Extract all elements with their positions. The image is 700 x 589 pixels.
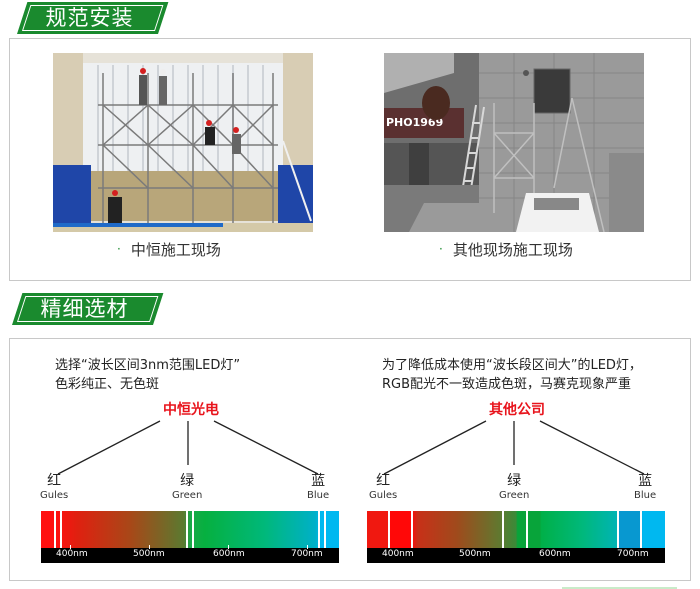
scaffolding-photo-icon xyxy=(53,53,313,232)
stripe xyxy=(640,511,642,548)
caption-other-site: · 其他现场施工现场 xyxy=(439,239,573,260)
caption-text: 其他现场施工现场 xyxy=(452,241,573,259)
spectrum-axis: 400nm 500nm 600nm 700nm xyxy=(41,545,339,563)
brand-other-company: 其他公司 xyxy=(489,402,545,418)
label-blue: 蓝 Blue xyxy=(307,473,330,501)
tick-label: 600nm xyxy=(213,549,245,559)
stripe xyxy=(318,511,320,548)
section-banner-materials: 精细选材 xyxy=(12,293,164,325)
tick-label: 600nm xyxy=(539,549,571,559)
label-red: 红 Gules xyxy=(40,473,69,501)
description-line: 为了降低成本使用“波长段区间大”的LED灯， xyxy=(382,358,642,373)
bullet-dot-icon: · xyxy=(117,242,121,256)
photo-other-site: PHO1969 xyxy=(384,53,644,232)
caption-text: 中恒施工现场 xyxy=(130,241,221,259)
photo-zhongheng-site xyxy=(53,53,313,232)
label-green: 绿 Green xyxy=(499,473,530,501)
description-line: RGB配光不一致造成色斑，马赛克现象严重 xyxy=(382,377,632,392)
spectrum-gradient xyxy=(41,511,339,548)
stripe xyxy=(526,511,528,548)
bottom-accent-bar xyxy=(562,587,677,589)
tick-label: 500nm xyxy=(459,549,491,559)
zhongheng-description: 选择“波长区间3nm范围LED灯” 色彩纯正、无色斑 xyxy=(55,356,240,394)
brand-zhongheng: 中恒光电 xyxy=(163,402,219,418)
tick-label: 500nm xyxy=(133,549,165,559)
label-red: 红 Gules xyxy=(369,473,398,501)
section-title: 精细选材 xyxy=(40,297,129,321)
tick xyxy=(149,545,150,549)
stripe xyxy=(502,511,504,548)
other-company-description: 为了降低成本使用“波长段区间大”的LED灯， RGB配光不一致造成色斑，马赛克现… xyxy=(382,356,642,394)
street-install-photo-icon: PHO1969 xyxy=(384,53,644,232)
spectrum-bar-narrow: 400nm 500nm 600nm 700nm xyxy=(41,511,339,563)
stripe xyxy=(617,511,619,548)
svg-text:PHO1969: PHO1969 xyxy=(386,116,443,129)
tick xyxy=(70,545,71,549)
spectrum-bar-wide: 400nm 500nm 600nm 700nm xyxy=(367,511,665,563)
materials-panel: 选择“波长区间3nm范围LED灯” 色彩纯正、无色斑 中恒光电 红 Gules … xyxy=(9,338,691,581)
install-panel: PHO1969 · 中恒施工现场 xyxy=(9,38,691,281)
description-line: 选择“波长区间3nm范围LED灯” xyxy=(55,358,241,373)
stripe xyxy=(54,511,56,548)
section-banner-install: 规范安装 xyxy=(17,2,169,34)
tick-label: 400nm xyxy=(382,549,414,559)
caption-zhongheng-site: · 中恒施工现场 xyxy=(117,239,221,260)
bullet-dot-icon: · xyxy=(439,242,443,256)
stripe xyxy=(411,511,413,548)
section-title: 规范安装 xyxy=(45,6,134,30)
spectrum-axis: 400nm 500nm 600nm 700nm xyxy=(367,548,665,563)
branch-lines-icon xyxy=(383,420,645,475)
spectrum-gradient xyxy=(367,511,665,548)
stripe xyxy=(192,511,194,548)
stripe xyxy=(324,511,326,548)
description-line: 色彩纯正、无色斑 xyxy=(55,377,160,392)
tick xyxy=(307,545,308,549)
tick-label: 400nm xyxy=(56,549,88,559)
tick xyxy=(228,545,229,549)
branch-lines-icon xyxy=(57,420,319,475)
tick-label: 700nm xyxy=(291,549,323,559)
stripe xyxy=(388,511,390,548)
label-green: 绿 Green xyxy=(172,473,203,501)
label-blue: 蓝 Blue xyxy=(634,473,657,501)
stripe xyxy=(186,511,188,548)
tick-label: 700nm xyxy=(617,549,649,559)
stripe xyxy=(60,511,62,548)
